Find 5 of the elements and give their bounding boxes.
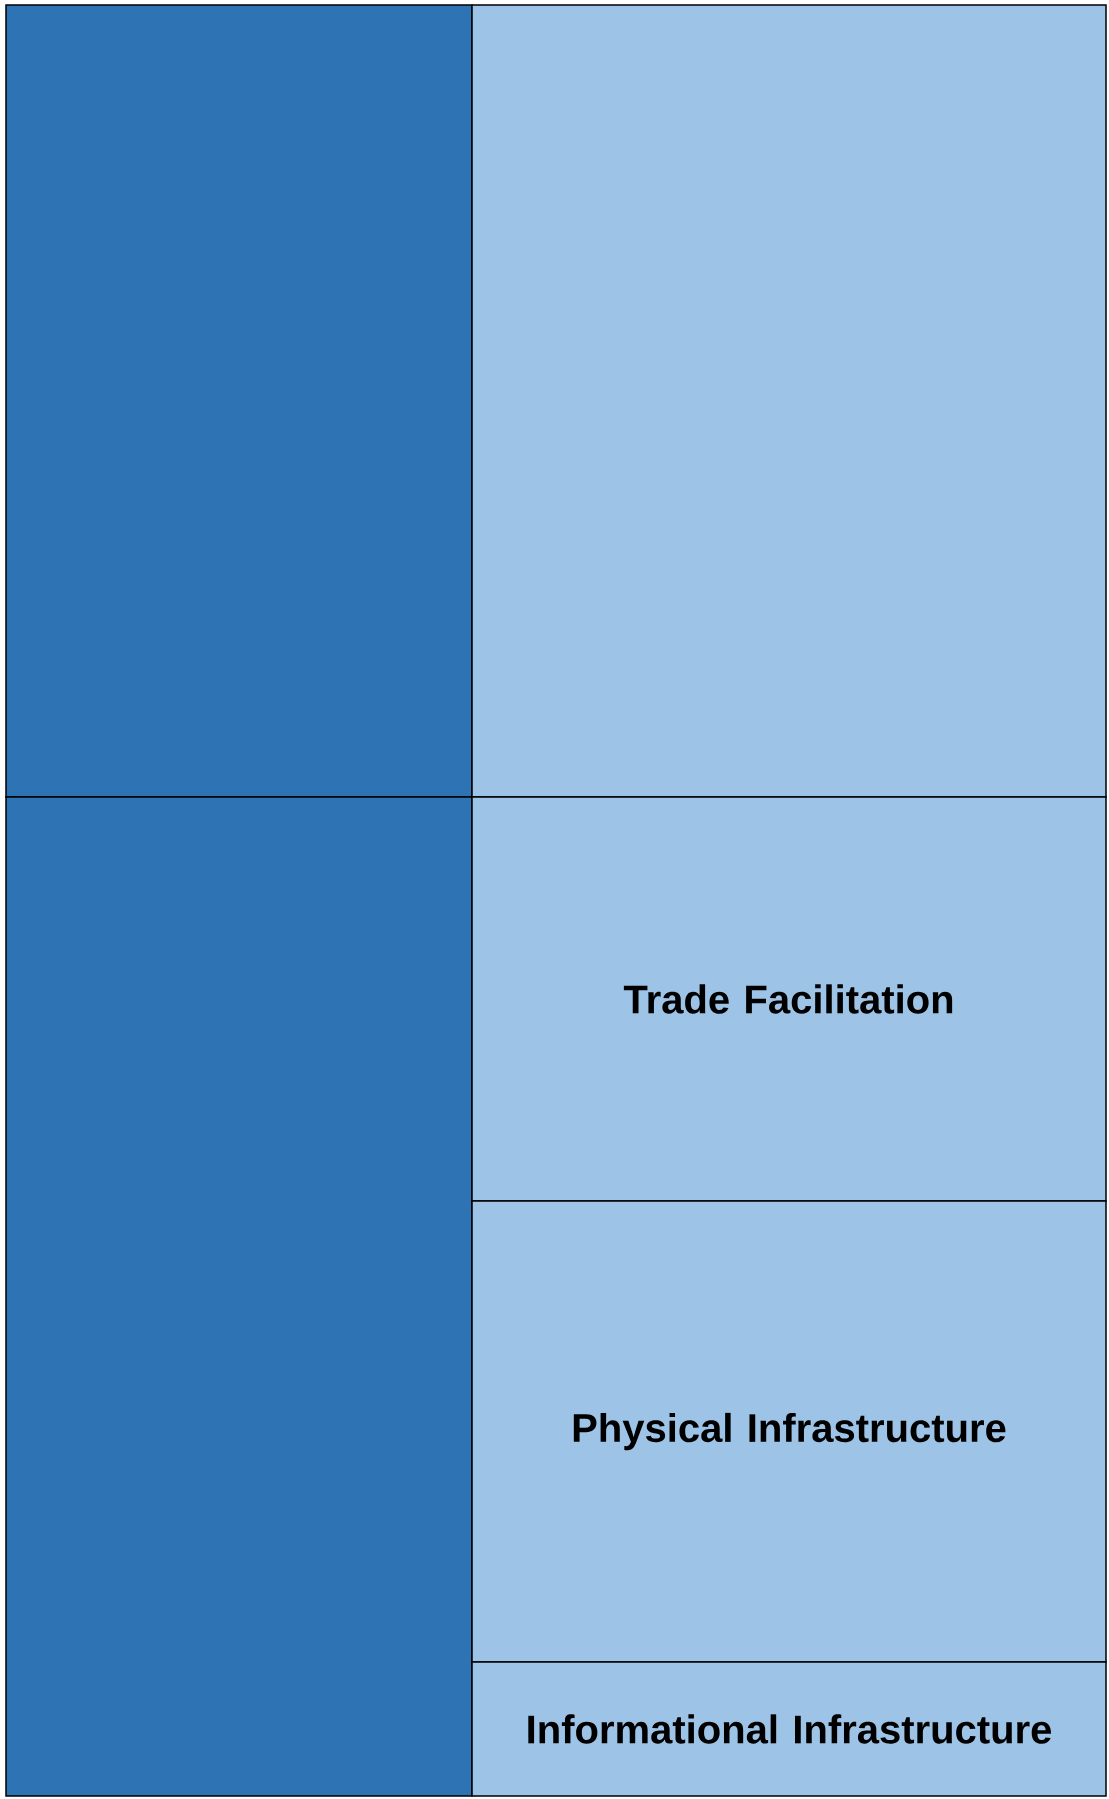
table-cell: Trade Facilitation [471,796,1107,1202]
table-cell [471,4,1107,798]
table-cell [5,4,473,798]
table-cell: Informational Infrastructure [471,1661,1107,1797]
table-cell [5,796,473,1797]
